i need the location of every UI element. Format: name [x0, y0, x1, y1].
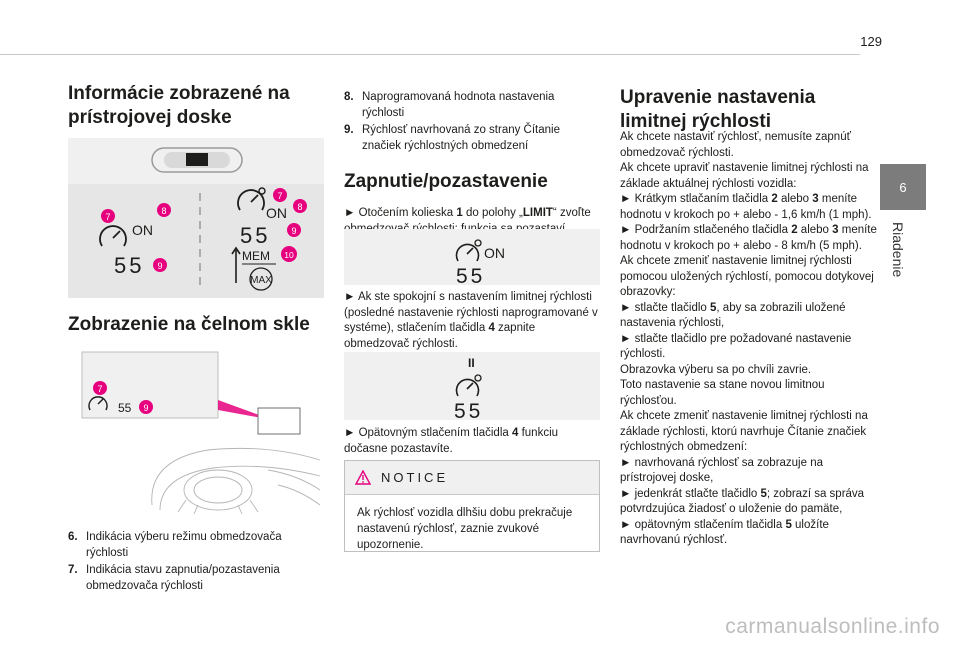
adjust-body: Ak chcete nastaviť rýchlosť, nemusíte za…: [620, 130, 880, 549]
paragraph-activate: ► Ak ste spokojní s nastavením limitnej …: [344, 291, 598, 350]
car-interior-sketch: [151, 447, 321, 515]
notice-text: Ak rýchlosť vozidla dlhšiu dobu prekraču…: [357, 507, 573, 551]
paragraph-pause: ► Opätovným stlačením tlačidla 4 funkciu…: [344, 427, 559, 455]
dashboard-figure: ON 55 7 8 9 ON 55 MEM MAX 7 8 9 10: [68, 138, 324, 298]
speed-value: 55: [114, 253, 144, 278]
marker-7: 7: [101, 209, 115, 223]
list-item: 9.Rýchlosť navrhovaná zo strany Čítanie …: [344, 124, 560, 152]
dashboard-illustration: ON 55 7 8 9 ON 55 MEM MAX 7 8 9 10: [68, 147, 324, 298]
warning-icon: [355, 470, 371, 485]
svg-text:8: 8: [297, 202, 302, 212]
svg-text:7: 7: [105, 212, 110, 222]
section-heading-hud: Zobrazenie na čelnom skle: [68, 314, 310, 335]
list-item: 6.Indikácia výberu režimu obmedzovača rý…: [68, 531, 282, 559]
section-heading-adjust: Upravenie nastavenia limitnej rýchlosti: [620, 87, 816, 132]
memory-label: MEM: [242, 249, 270, 263]
bullet-press-again: ► opätovným stlačením tlačidla 5 uložíte…: [620, 518, 829, 547]
notice-header: NOTICE: [345, 461, 599, 495]
bullet-long-press: ► Podržaním stlačeného tlačidla 2 alebo …: [620, 224, 877, 252]
legend-list-left: 6.Indikácia výberu režimu obmedzovača rý…: [68, 530, 318, 594]
svg-text:9: 9: [143, 403, 148, 413]
marker-9: 9: [287, 223, 301, 237]
section-heading-activation: Zapnutie/pozastavenie: [344, 171, 548, 192]
notice-title: NOTICE: [381, 470, 449, 485]
list-item: 7.Indikácia stavu zapnutia/pozastavenia …: [68, 564, 280, 592]
display-on-figure: ON 55: [344, 229, 600, 288]
paragraph: Ak chcete nastaviť rýchlosť, nemusíte za…: [620, 131, 851, 159]
speedometer-icon: [455, 374, 482, 397]
hud-speed-value: 55: [118, 401, 132, 415]
bullet-short-press: ► Krátkym stlačaním tlačidla 2 alebo 3 m…: [620, 193, 872, 221]
page-number: 129: [860, 34, 882, 49]
speed-value: 55: [240, 223, 270, 248]
marker-8: 8: [293, 199, 307, 213]
max-label: MAX: [250, 275, 272, 286]
bullet-select-speed: ► stlačte tlačidlo pre požadované nastav…: [620, 332, 852, 361]
pause-icon: II: [468, 356, 475, 370]
svg-text:7: 7: [277, 191, 282, 201]
speed-value: 55: [454, 400, 483, 420]
paragraph: Obrazovka výberu sa po chvíli zavrie.: [620, 363, 812, 376]
list-item: 8.Naprogramovaná hodnota nastavenia rých…: [344, 91, 555, 119]
notice-box: NOTICE Ak rýchlosť vozidla dlhšiu dobu p…: [344, 460, 600, 552]
bullet-suggested-shown: ► navrhovaná rýchlosť sa zobrazuje na pr…: [620, 456, 823, 485]
svg-text:10: 10: [284, 250, 294, 260]
speed-value: 55: [456, 265, 485, 285]
paragraph: Ak chcete zmeniť nastavenie limitnej rýc…: [620, 255, 874, 298]
status-on-text: ON: [266, 205, 287, 221]
svg-text:9: 9: [157, 261, 162, 271]
hud-illustration: 55 7 9: [81, 351, 321, 515]
paragraph: Toto nastavenie sa stane novou limitnou …: [620, 379, 825, 407]
marker-8: 8: [157, 203, 171, 217]
bullet-show-saved: ► stlačte tlačidlo 5, aby sa zobrazili u…: [620, 301, 846, 330]
marker-9: 9: [153, 258, 167, 272]
marker-10: 10: [281, 246, 297, 262]
status-on-text: ON: [132, 222, 153, 238]
display-pause-figure: II 55: [344, 352, 600, 423]
section-heading-dashboard: Informácie zobrazené na prístrojovej dos…: [68, 83, 290, 128]
legend-list-middle: 8.Naprogramovaná hodnota nastavenia rých…: [344, 90, 598, 154]
bullet-press-once: ► jedenkrát stlačte tlačidlo 5; zobrazí …: [620, 487, 865, 516]
svg-text:7: 7: [97, 384, 102, 394]
hud-figure: 55 7 9: [68, 350, 324, 515]
chapter-label: Riadenie: [890, 222, 906, 278]
chapter-tab[interactable]: 6: [880, 164, 926, 210]
speedometer-icon: [88, 396, 108, 411]
speedometer-icon: [455, 239, 482, 262]
marker-7: 7: [273, 188, 287, 202]
marker-9: 9: [139, 400, 153, 414]
speedometer-icon: [237, 187, 266, 211]
marker-7: 7: [93, 381, 107, 395]
speedometer-icon: [99, 225, 127, 247]
header-rule: [0, 54, 860, 55]
watermark: carmanualsonline.info: [725, 615, 940, 638]
svg-text:9: 9: [291, 226, 296, 236]
svg-text:8: 8: [161, 206, 166, 216]
dashboard-thumbnail-icon: [151, 147, 243, 173]
paragraph: Ak chcete zmeniť nastavenie limitnej rýc…: [620, 410, 868, 453]
status-on-text: ON: [484, 245, 505, 261]
paragraph: Ak chcete upraviť nastavenie limitnej rý…: [620, 162, 869, 190]
